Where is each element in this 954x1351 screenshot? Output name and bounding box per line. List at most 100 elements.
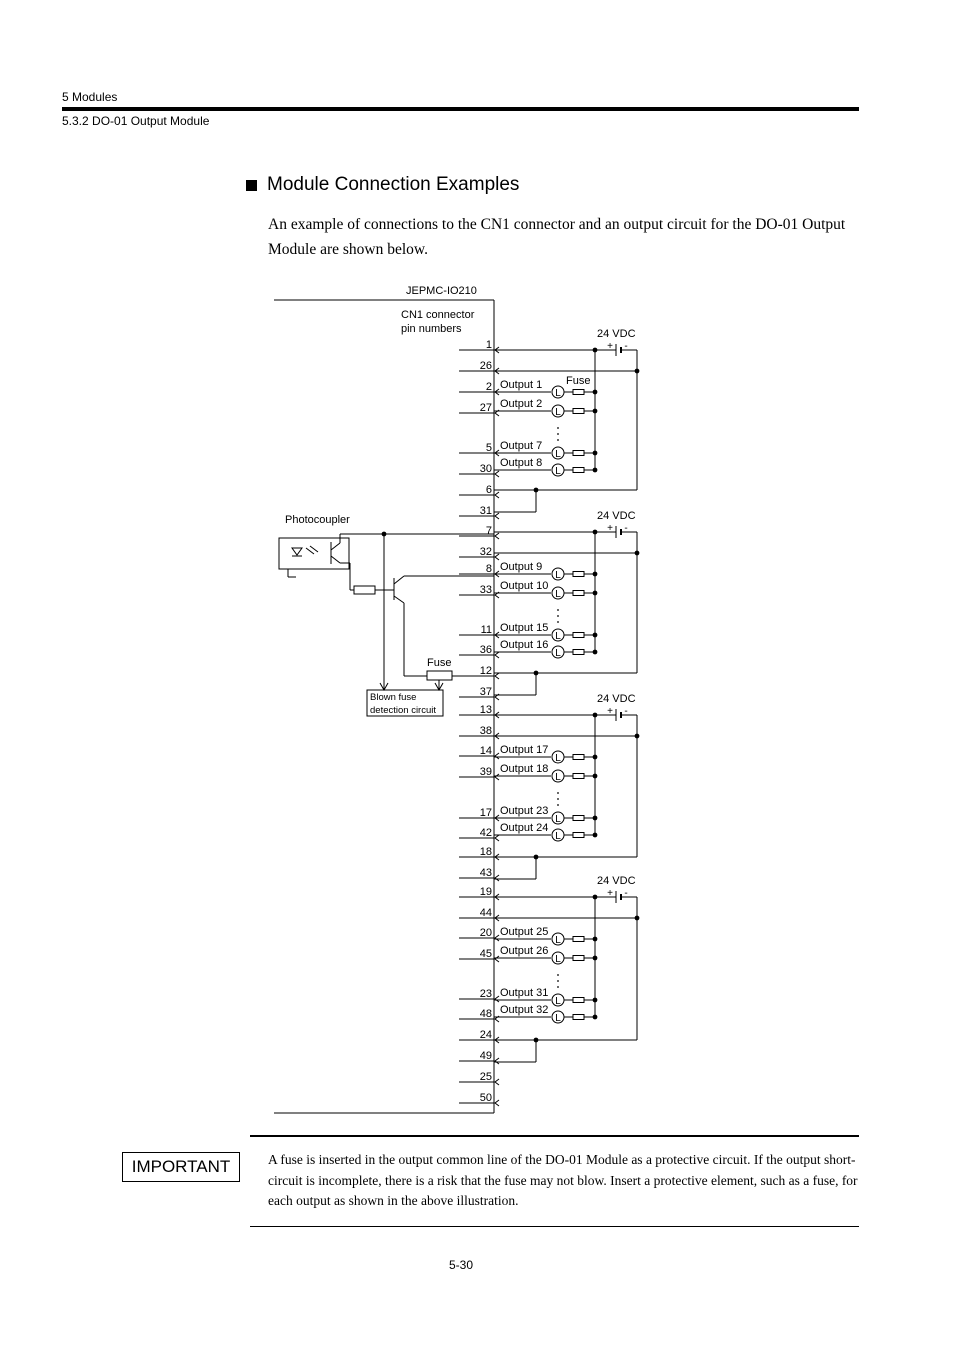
output-label: Output 26 — [500, 945, 548, 957]
ellipsis-dot — [557, 609, 559, 611]
connector-chevron-icon — [494, 388, 500, 396]
important-bottom-rule — [250, 1226, 859, 1227]
output-fuse-icon — [572, 632, 585, 638]
output-label: Output 17 — [500, 744, 548, 756]
output-label: Output 24 — [500, 822, 548, 834]
junction-dot — [592, 1014, 598, 1020]
load-letter: L — [555, 772, 561, 783]
pin-number-label: 26 — [480, 360, 492, 372]
load-letter: L — [555, 935, 561, 946]
connector-chevron-icon — [494, 651, 500, 659]
pin-number-label: 33 — [480, 584, 492, 596]
connector-chevron-icon — [494, 874, 500, 882]
minus-sign: - — [624, 341, 627, 352]
supply-voltage-label: 24 VDC — [597, 875, 636, 887]
pin-number-label: 32 — [480, 546, 492, 558]
junction-dot — [592, 754, 598, 760]
pin-number-label: 11 — [481, 624, 492, 636]
connector-chevron-icon — [494, 449, 500, 457]
pin-number-label: 48 — [480, 1008, 492, 1020]
internal-fuse-icon — [426, 670, 453, 681]
blown-fuse-detection-box — [366, 689, 444, 717]
pin-number-label: 13 — [480, 704, 492, 716]
phototransistor-icon — [330, 542, 341, 564]
ellipsis-dot — [557, 804, 559, 806]
output-label: Output 18 — [500, 763, 548, 775]
module-name-label: JEPMC-IO210 — [406, 285, 477, 297]
output-label: Output 32 — [500, 1004, 548, 1016]
output-label: Output 23 — [500, 805, 548, 817]
pin-number-label: 2 — [486, 381, 492, 393]
load-letter: L — [555, 814, 561, 825]
internal-fuse-label: Fuse — [427, 657, 451, 669]
connector-chevron-icon — [494, 1036, 500, 1044]
connector-chevron-icon — [494, 752, 500, 760]
output-label: Output 25 — [500, 926, 548, 938]
pin-number-label: 24 — [480, 1029, 492, 1041]
junction-dot — [592, 632, 598, 638]
load-letter: L — [555, 388, 561, 399]
output-fuse-icon — [572, 955, 585, 961]
pin-number-label: 31 — [480, 505, 492, 517]
pin-number-label: 5 — [486, 442, 492, 454]
load-letter: L — [555, 1013, 561, 1024]
section-title-text: Module Connection Examples — [267, 174, 520, 195]
output-fuse-icon — [572, 997, 585, 1003]
pin-number-label: 36 — [480, 644, 492, 656]
output-fuse-icon — [572, 936, 585, 942]
junction-dot — [592, 408, 598, 414]
pin-number-label: 27 — [480, 402, 492, 414]
ellipsis-dot — [557, 986, 559, 988]
junction-dot — [592, 815, 598, 821]
junction-dot — [592, 832, 598, 838]
pin-number-label: 6 — [486, 484, 492, 496]
supply-voltage-label: 24 VDC — [597, 693, 636, 705]
pin-number-label: 30 — [480, 463, 492, 475]
load-letter: L — [555, 648, 561, 659]
connector-chevron-icon — [494, 853, 500, 861]
minus-sign: - — [624, 888, 627, 899]
pin-number-label: 14 — [480, 745, 492, 757]
load-letter: L — [555, 589, 561, 600]
connector-chevron-icon — [494, 491, 500, 499]
output-label: Output 31 — [500, 987, 548, 999]
output-fuse-icon — [572, 571, 585, 577]
connector-chevron-icon — [494, 914, 500, 922]
connector-chevron-icon — [494, 1099, 500, 1107]
output-label: Output 16 — [500, 639, 548, 651]
ellipsis-dot — [557, 980, 559, 982]
output-fuse-icon — [572, 408, 585, 414]
pin-number-label: 43 — [480, 867, 492, 879]
connector-chevron-icon — [494, 934, 500, 942]
pin-number-label: 1 — [486, 339, 492, 351]
page-number: 5-30 — [449, 1258, 474, 1272]
ellipsis-dot — [557, 798, 559, 800]
pin-number-label: 50 — [480, 1092, 492, 1104]
plus-sign: + — [607, 706, 613, 717]
led-icon — [291, 547, 303, 556]
output-fuse-icon — [572, 773, 585, 779]
important-top-rule — [250, 1135, 859, 1137]
load-letter: L — [555, 466, 561, 477]
connector-chevron-icon — [494, 711, 500, 719]
load-letter: L — [555, 407, 561, 418]
output-label: Output 10 — [500, 580, 548, 592]
ellipsis-dot — [557, 621, 559, 623]
output-label: Output 8 — [500, 457, 542, 469]
connector-chevron-icon — [494, 814, 500, 822]
output-fuse-icon — [572, 1014, 585, 1020]
load-letter: L — [555, 996, 561, 1007]
pin-number-label: 38 — [480, 725, 492, 737]
plus-sign: + — [607, 523, 613, 534]
connector-chevron-icon — [494, 591, 500, 599]
pin-number-label: 45 — [480, 948, 492, 960]
connector-chevron-icon — [494, 1078, 500, 1086]
light-arrow-icon — [305, 545, 319, 555]
ellipsis-dot — [557, 792, 559, 794]
connector-chevron-icon — [494, 1057, 500, 1065]
pin-number-label: 19 — [480, 886, 492, 898]
output-fuse-icon — [572, 389, 585, 395]
connector-chevron-icon — [494, 773, 500, 781]
